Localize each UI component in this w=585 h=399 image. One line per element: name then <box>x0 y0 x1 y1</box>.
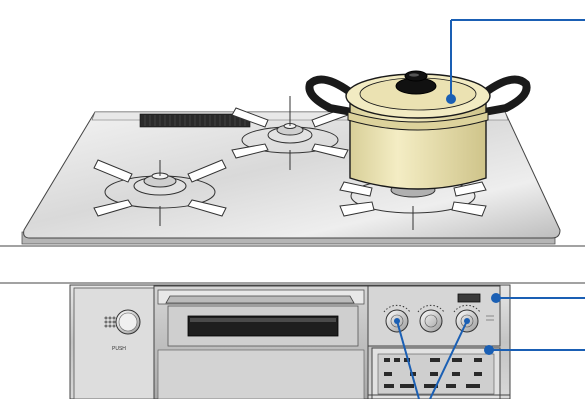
control-panel <box>368 286 500 399</box>
push-label: PUSH <box>112 346 126 352</box>
grill-door[interactable] <box>154 286 368 399</box>
ignition-button-icon[interactable] <box>116 310 140 334</box>
indicator-switch[interactable] <box>458 294 480 302</box>
cooktop-top <box>22 20 585 244</box>
ignition-panel: PUSH <box>74 288 154 399</box>
